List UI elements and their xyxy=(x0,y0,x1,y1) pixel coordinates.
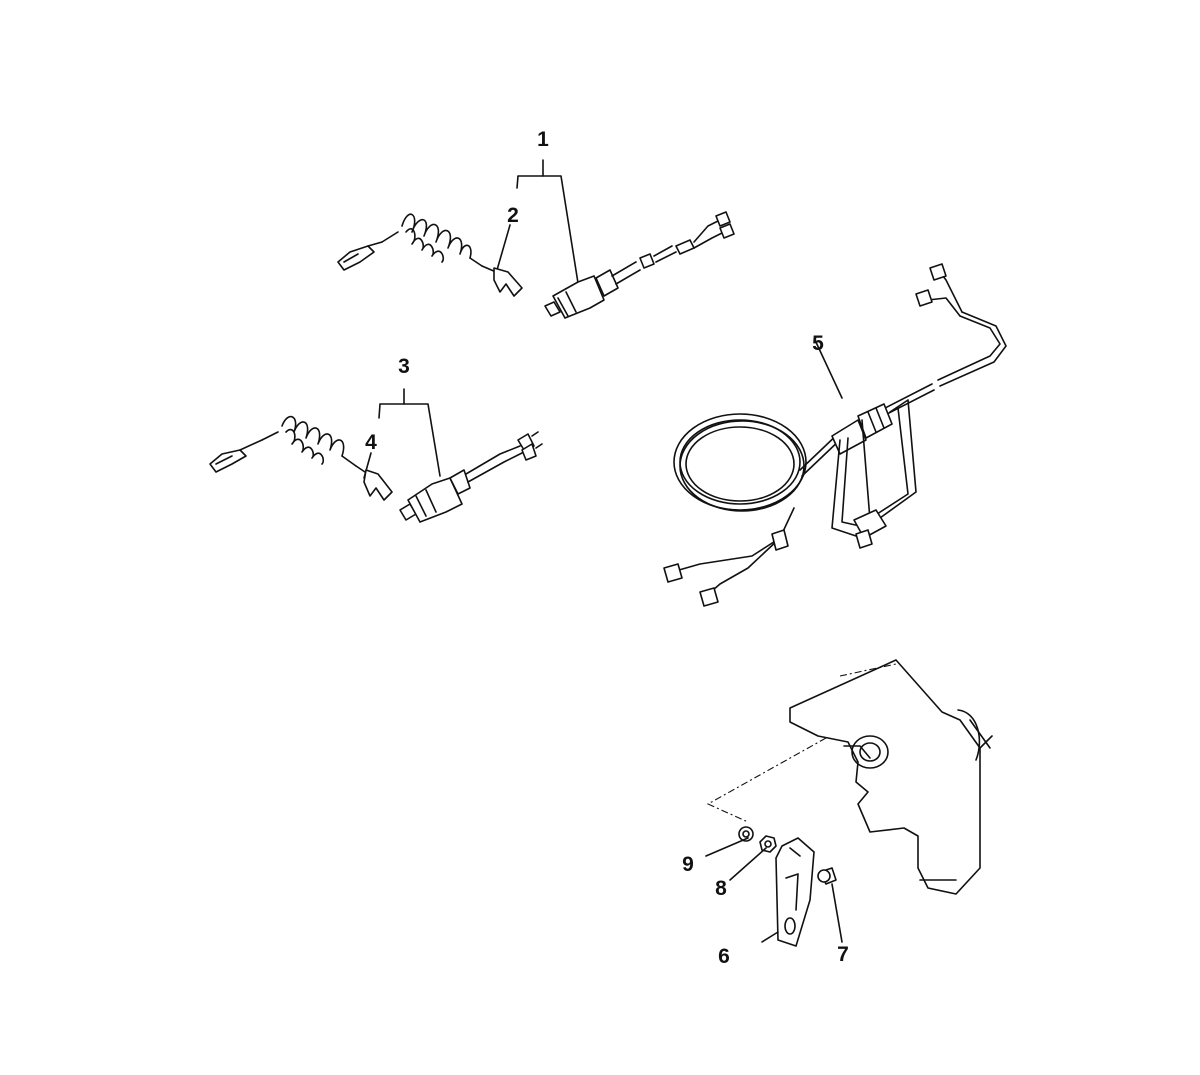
wiring-harness-5 xyxy=(663,263,1007,607)
stop-switch-assembly-1 xyxy=(337,159,735,319)
callout-6: 6 xyxy=(718,945,730,968)
swivel-bracket-casing xyxy=(706,659,993,895)
callout-5: 5 xyxy=(812,332,824,355)
callout-1: 1 xyxy=(537,128,549,151)
harness-bracket xyxy=(831,399,917,549)
lanyard-fork-4 xyxy=(355,465,393,501)
lanyard-fork-2 xyxy=(481,265,523,297)
lanyard-clip-3 xyxy=(209,439,263,473)
harness-connector xyxy=(831,403,893,455)
callout-4: 4 xyxy=(365,431,377,454)
part-7-bolt xyxy=(817,867,843,943)
stop-switch-3 xyxy=(399,431,543,523)
stop-switch-assembly-3 xyxy=(209,388,543,523)
callout-9: 9 xyxy=(682,853,694,876)
harness-coil xyxy=(673,413,807,512)
callout-2: 2 xyxy=(507,204,519,227)
part-9-washer xyxy=(705,826,754,857)
callout-7: 7 xyxy=(837,943,849,966)
part-6-plate xyxy=(761,837,815,947)
lanyard-clip-1 xyxy=(337,241,383,271)
callout-8: 8 xyxy=(715,877,727,900)
callout-3: 3 xyxy=(398,355,410,378)
lanyard-coil-3 xyxy=(261,415,357,467)
stop-switch-1 xyxy=(544,211,735,319)
lanyard-coil-1 xyxy=(381,213,483,267)
part-8-nut xyxy=(729,835,777,881)
